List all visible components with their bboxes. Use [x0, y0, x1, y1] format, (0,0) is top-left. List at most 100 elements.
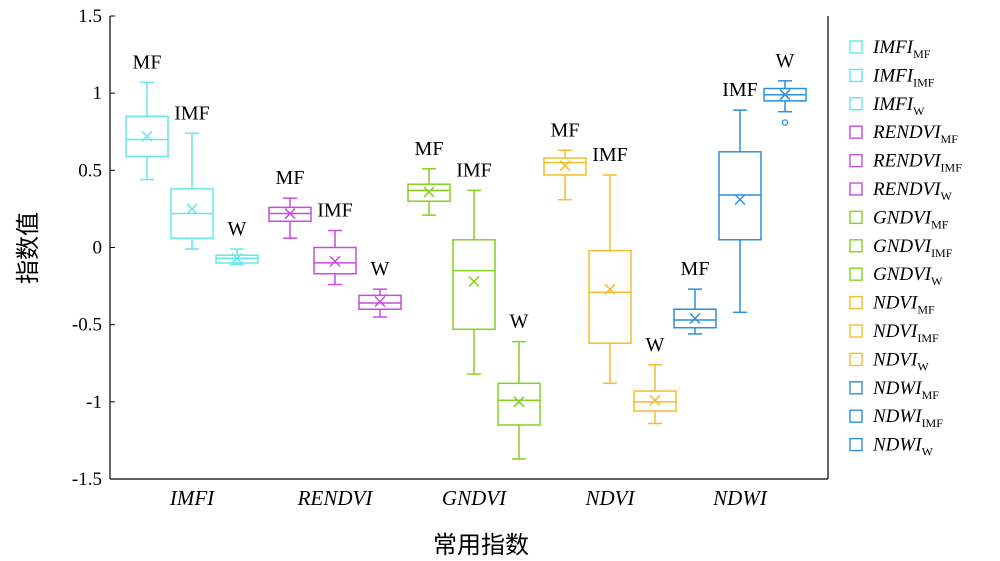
mean-marker: [141, 130, 153, 142]
legend-item: NDVIIMF: [849, 321, 939, 345]
legend-swatch: [849, 239, 863, 253]
legend-item: IMFIIMF: [849, 65, 935, 89]
mean-marker: [423, 186, 435, 198]
legend-item: NDVIW: [849, 349, 929, 373]
box-gndvi-w: W: [497, 311, 541, 460]
y-tick-label: 0.5: [78, 160, 102, 181]
legend-label: NDVIIMF: [872, 321, 939, 345]
mean-marker: [779, 89, 791, 101]
legend-item: NDWIMF: [849, 378, 939, 402]
x-category-label: NDWI: [712, 486, 768, 510]
legend-swatch: [849, 125, 863, 139]
legend-label: RENDVIW: [872, 179, 953, 203]
y-tick-label: 1.5: [78, 6, 102, 27]
box-iqr: [452, 239, 496, 331]
legend-label: GNDVIIMF: [873, 236, 953, 260]
mean-marker: [374, 295, 386, 308]
mean-marker: [689, 312, 701, 325]
box-group-gndvi: MFIMF W: [407, 138, 541, 460]
outlier-point: [781, 119, 789, 126]
box-rendvi-mf: MF: [268, 167, 312, 239]
box-label: MF: [681, 258, 710, 280]
legend-item: NDWIW: [849, 435, 934, 459]
box-gndvi-imf: IMF: [452, 159, 496, 375]
box-label: IMF: [592, 144, 628, 166]
mean-marker: [604, 283, 616, 295]
legend-swatch: [849, 324, 863, 338]
legend-item: RENDVIIMF: [849, 151, 962, 175]
mean-marker: [468, 275, 480, 287]
box-iqr: [497, 382, 541, 426]
box-ndwi-w: W: [763, 50, 807, 126]
mean-marker: [231, 252, 243, 264]
legend-swatch: [849, 153, 863, 168]
legend-item: RENDVIMF: [849, 122, 958, 146]
legend-label: RENDVIIMF: [872, 151, 962, 175]
box-label: IMF: [722, 79, 758, 101]
legend-label: NDWIIMF: [872, 406, 943, 430]
y-tick-label: -1.5: [72, 469, 102, 490]
x-axis-title: 常用指数: [433, 531, 529, 559]
legend-item: NDVIMF: [849, 293, 935, 317]
legend-item: GNDVIMF: [849, 207, 949, 231]
legend-label: IMFIW: [872, 94, 925, 118]
legend-label: GNDVIMF: [873, 207, 949, 231]
x-category-label: NDVI: [585, 486, 636, 510]
legend-item: RENDVIW: [849, 179, 953, 203]
box-iqr: [718, 151, 762, 241]
legend-swatch: [849, 437, 863, 452]
legend-swatch: [849, 409, 863, 423]
mean-marker: [734, 194, 746, 206]
mean-marker: [329, 255, 341, 267]
legend: IMFIMF IMFIIMF IMFIW RENDVIMF RENDVIIMF RENDV…: [849, 37, 962, 459]
y-axis-title: 指数值: [14, 212, 42, 284]
legend-item: IMFIW: [849, 94, 925, 118]
box-label: W: [646, 334, 665, 356]
box-label: W: [371, 258, 390, 280]
box-label: IMF: [317, 200, 353, 222]
box-iqr: [588, 249, 632, 344]
box-label: MF: [276, 167, 305, 189]
box-gndvi-mf: MF: [407, 138, 451, 216]
legend-label: NDWIMF: [872, 378, 939, 402]
legend-swatch: [849, 210, 863, 225]
x-category-label: IMFI: [169, 486, 215, 510]
legend-swatch: [849, 97, 863, 111]
legend-swatch: [849, 267, 863, 281]
box-label: IMF: [456, 159, 492, 181]
legend-label: NDVIMF: [872, 293, 935, 317]
box-label: MF: [551, 119, 580, 141]
legend-label: IMFIIMF: [872, 65, 935, 89]
mean-marker: [513, 396, 525, 408]
legend-label: GNDVIW: [873, 264, 943, 288]
legend-label: NDVIW: [872, 349, 929, 373]
legend-item: GNDVIIMF: [849, 236, 953, 260]
box-ndvi-mf: MF: [543, 119, 587, 201]
legend-swatch: [849, 182, 863, 196]
legend-item: IMFIMF: [849, 37, 931, 61]
box-group-rendvi: MF IMF W: [268, 167, 402, 318]
y-tick-label: -0.5: [72, 315, 102, 336]
box-label: IMF: [174, 102, 210, 124]
y-axis-ticks: 1.510.50-0.5-1-1.5: [72, 6, 115, 490]
y-tick-label: 1: [93, 83, 103, 104]
x-category-label: RENDVI: [297, 486, 374, 510]
box-label: W: [510, 311, 529, 333]
mean-marker: [284, 208, 296, 220]
legend-label: IMFIMF: [872, 37, 931, 61]
box-rendvi-w: W: [358, 258, 402, 318]
box-group-ndvi: MF IMF W: [543, 119, 677, 425]
legend-label: RENDVIMF: [872, 122, 958, 146]
mean-marker: [559, 160, 571, 172]
y-tick-label: -1: [86, 392, 102, 413]
box-ndvi-w: W: [633, 334, 677, 425]
legend-swatch: [849, 352, 863, 367]
legend-swatch: [849, 68, 863, 83]
mean-marker: [186, 203, 198, 215]
legend-item: NDWIIMF: [849, 406, 943, 430]
